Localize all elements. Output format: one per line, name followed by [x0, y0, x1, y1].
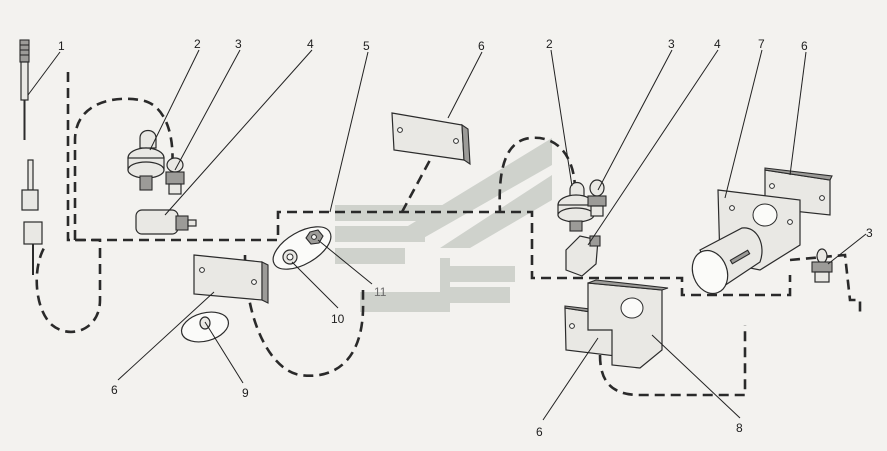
mounting-plate-upper [391, 112, 471, 166]
u-bracket [587, 279, 669, 369]
hex-sensor-right [565, 235, 601, 277]
callout-4-left: 4 [307, 37, 314, 51]
callout-2-left: 2 [194, 37, 201, 51]
wire-lower-right-loop [598, 325, 747, 397]
callout-10: 10 [331, 312, 345, 326]
callout-9: 9 [242, 386, 249, 400]
temp-switch-far-right [811, 248, 833, 283]
wire-right-upper-arc [498, 136, 577, 213]
probe-sensor [19, 39, 43, 275]
wire-sensor1-loop [35, 72, 102, 334]
callout-2-right: 2 [546, 37, 553, 51]
pressure-sensor-right [557, 181, 595, 232]
bracket-with-tube [691, 189, 801, 295]
callout-6-lower: 6 [536, 425, 543, 439]
wire-main-bus [75, 210, 612, 280]
callout-11: 11 [374, 285, 387, 299]
wire-upper-left-arc [73, 97, 174, 240]
mounting-plate-left [193, 254, 269, 304]
callout-3-left: 3 [235, 37, 242, 51]
wire-plate-connector [400, 159, 432, 213]
temp-switch-left [165, 157, 185, 195]
callout-6-left: 6 [111, 383, 118, 397]
callout-4-right: 4 [714, 37, 721, 51]
callout-5: 5 [363, 39, 370, 53]
callout-labels: 1 2 3 4 5 6 2 3 4 7 6 3 6 9 10 11 6 8 [58, 37, 873, 439]
callout-7: 7 [758, 37, 765, 51]
watermark-logo [335, 138, 552, 312]
callout-8: 8 [736, 421, 743, 435]
callout-3-right: 3 [668, 37, 675, 51]
wire-bus-to-right [612, 275, 792, 297]
wiring-harness [35, 72, 862, 397]
callout-3-far-right: 3 [866, 226, 873, 240]
callout-6-right: 6 [801, 39, 808, 53]
callout-6-upper: 6 [478, 39, 485, 53]
callout-1: 1 [58, 39, 65, 53]
pressure-sensor-left [127, 129, 165, 191]
grommet [180, 311, 230, 343]
temp-switch-right [587, 179, 607, 217]
wire-lower-left-loop [243, 254, 365, 378]
cylinder-sensor-left [135, 209, 197, 235]
leader-lines [27, 49, 867, 421]
